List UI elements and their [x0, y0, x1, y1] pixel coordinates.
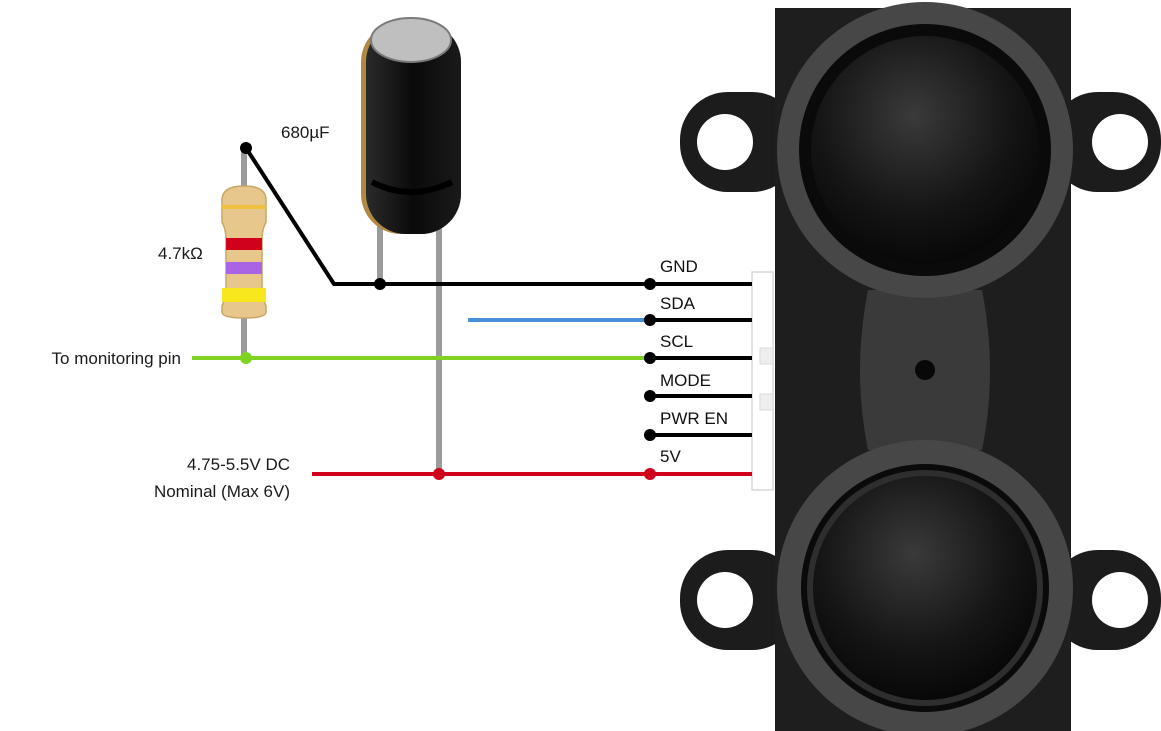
capacitor-top [370, 17, 452, 63]
pin-label-sda: SDA [660, 294, 696, 313]
wires [192, 146, 752, 476]
sensor-center-hole [915, 360, 935, 380]
pin-label-5v: 5V [660, 447, 681, 466]
pin-label-pwr-en: PWR EN [660, 409, 728, 428]
pin-label-scl: SCL [660, 332, 693, 351]
resistor-band-yellow [222, 288, 266, 302]
pin-label-gnd: GND [660, 257, 698, 276]
scl-pin-dot [644, 352, 656, 364]
top-lens-icon [777, 2, 1073, 298]
pwr-en-pin-dot [644, 429, 656, 441]
gnd-wire [244, 146, 752, 286]
capacitor [361, 17, 461, 474]
resistor [221, 148, 267, 358]
sda-pin-dot [644, 314, 656, 326]
mounting-ear-top-left [680, 92, 800, 192]
capacitor-value-label: 680µF [281, 123, 330, 142]
mounting-ear-bottom-right [1050, 550, 1161, 650]
mounting-ear-bottom-left [680, 550, 800, 650]
power-pin-dot [644, 468, 656, 480]
pin-connector-housing [751, 271, 774, 491]
resistor-band-violet [226, 262, 262, 274]
resistor-value-label: 4.7kΩ [158, 244, 203, 263]
pin-label-mode: MODE [660, 371, 711, 390]
junctions [240, 142, 656, 480]
mode-pin-dot [644, 390, 656, 402]
resistor-band-gold [222, 205, 266, 209]
power-supply-label-line2: Nominal (Max 6V) [154, 482, 290, 501]
resistor-top-junction [240, 142, 252, 154]
mounting-ear-top-right [1050, 92, 1161, 192]
lidar-sensor-module [680, 2, 1161, 731]
capacitor-power-junction [433, 468, 445, 480]
bottom-lens-icon [777, 440, 1073, 731]
monitoring-pin-label: To monitoring pin [52, 349, 181, 368]
power-supply-label-line1: 4.75-5.5V DC [187, 455, 290, 474]
gnd-pin-dot [644, 278, 656, 290]
resistor-scl-junction [240, 352, 252, 364]
resistor-band-red [226, 238, 262, 250]
capacitor-gnd-junction [374, 278, 386, 290]
